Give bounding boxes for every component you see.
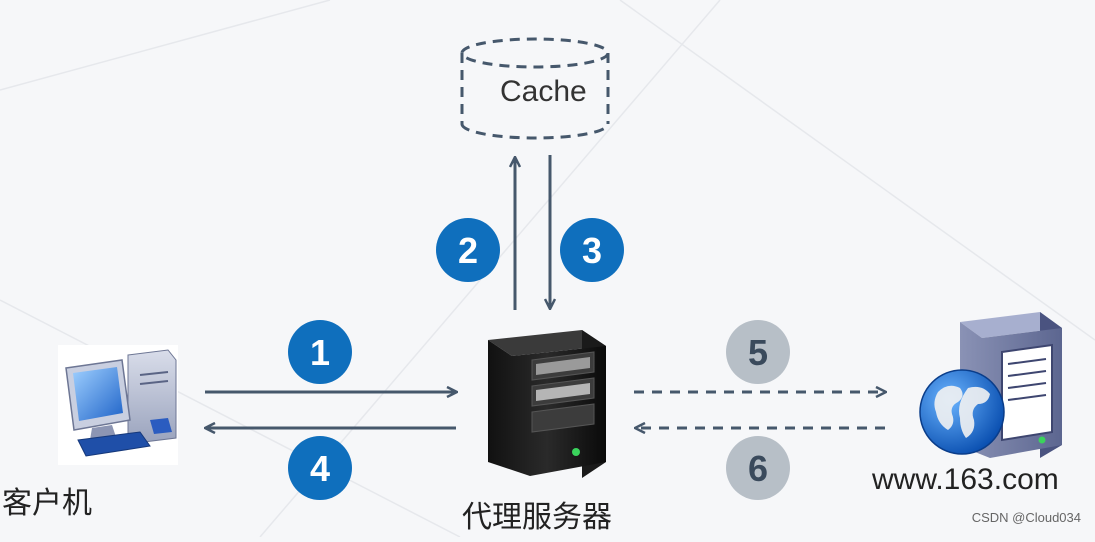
- step-badge-1: 1: [288, 320, 352, 384]
- step-badge-5: 5: [726, 320, 790, 384]
- watermark-text: CSDN @Cloud034: [971, 510, 1081, 525]
- cache-label: Cache: [500, 75, 587, 108]
- client-computer-icon: [58, 345, 178, 465]
- step-number-5: 5: [748, 332, 768, 373]
- step-badge-3: 3: [560, 218, 624, 282]
- step-badge-4: 4: [288, 436, 352, 500]
- proxy-label: 代理服务器: [462, 501, 612, 534]
- proxy-server-icon: [488, 330, 606, 478]
- step-number-4: 4: [310, 448, 330, 489]
- step-badge-2: 2: [436, 218, 500, 282]
- web-server-globe-icon: [919, 312, 1062, 458]
- client-label: 客户机: [2, 487, 92, 520]
- step-number-6: 6: [748, 448, 768, 489]
- step-number-3: 3: [582, 230, 602, 271]
- step-number-2: 2: [458, 230, 478, 271]
- step-badge-6: 6: [726, 436, 790, 500]
- step-number-1: 1: [310, 332, 330, 373]
- cache-cylinder-icon: [460, 37, 610, 140]
- web-server-label: www.163.com: [872, 463, 1059, 496]
